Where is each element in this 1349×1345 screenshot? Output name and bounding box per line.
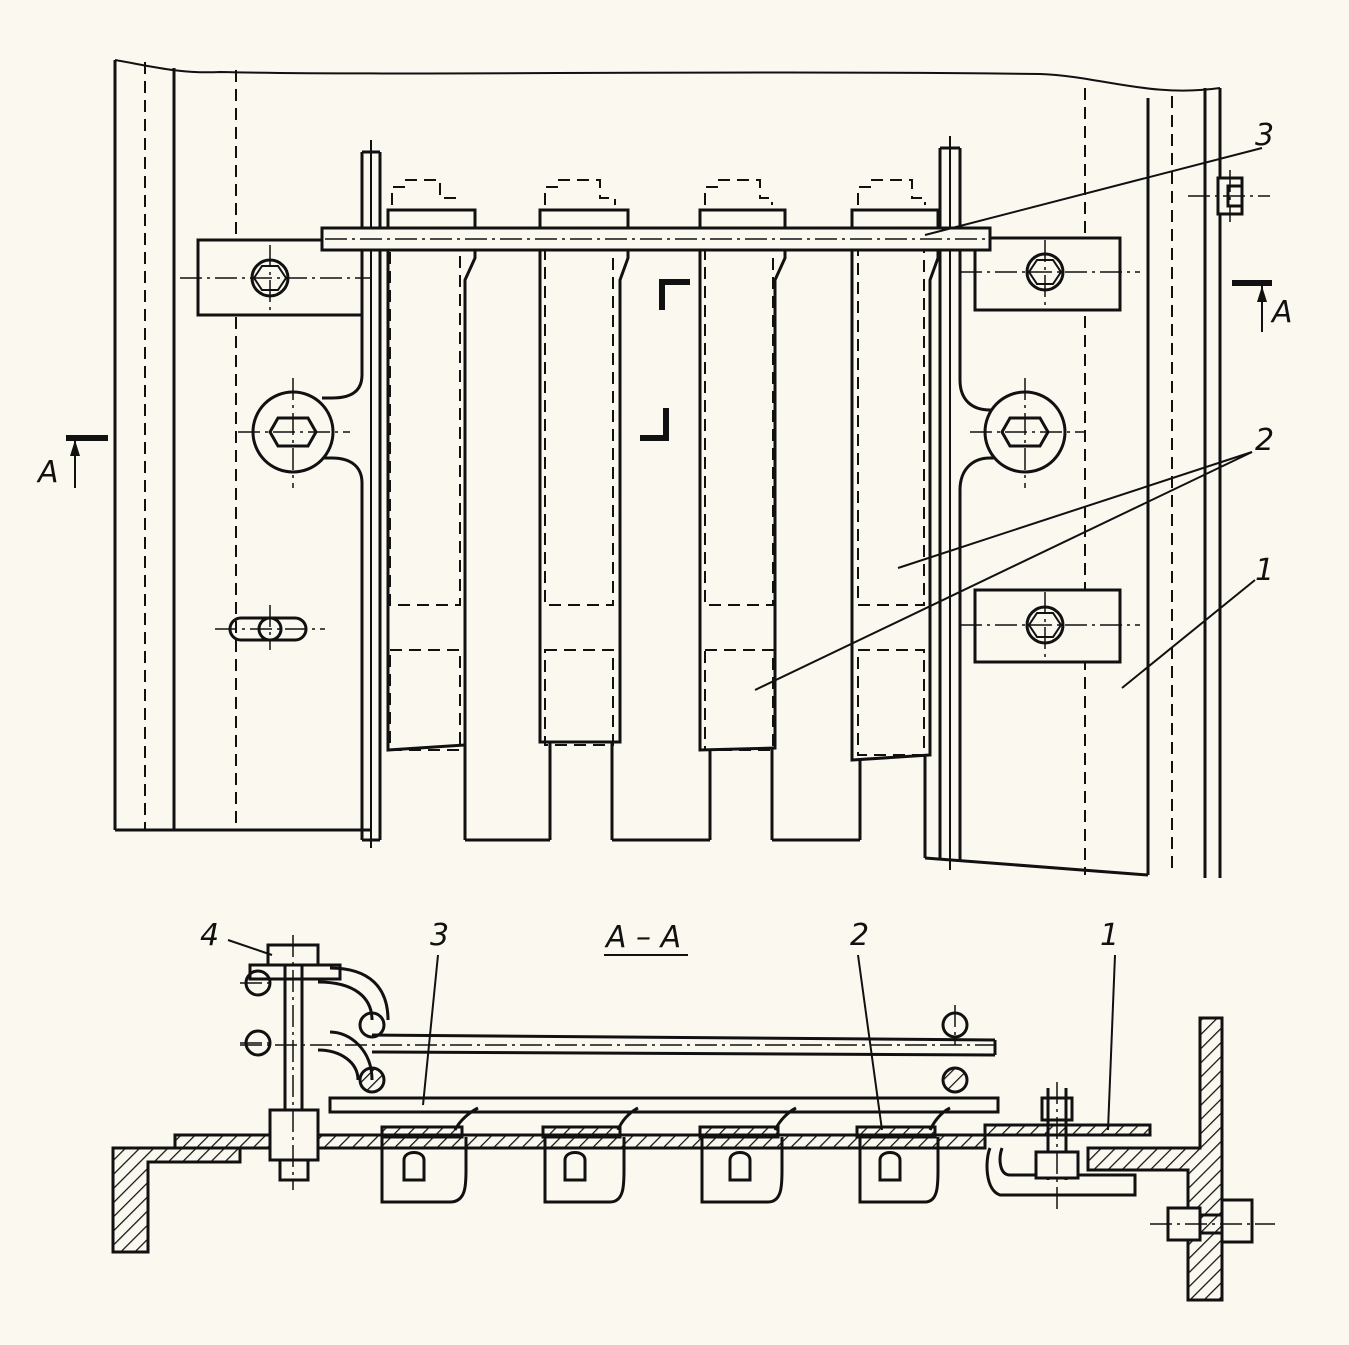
label-3-section: 3: [430, 918, 449, 953]
hinge-unit-3: [698, 1106, 797, 1204]
hinge-unit-2: [541, 1106, 639, 1204]
label-4: 4: [200, 918, 219, 953]
left-round-lug: [238, 378, 350, 488]
plan-leader-1: 1: [1121, 553, 1274, 689]
right-round-lug: [970, 378, 1085, 488]
hinge-unit-1: [380, 1106, 479, 1204]
label-2-section: 2: [850, 918, 869, 953]
flap-plate-3: [698, 179, 860, 842]
section-letter-right: A: [1270, 295, 1293, 330]
flap-plate-1: [386, 179, 550, 842]
label-1: 1: [1255, 553, 1274, 588]
section-marker-right: A: [1232, 280, 1293, 332]
upper-rod: [240, 1005, 997, 1094]
clamp-bolt-assembly: 4: [200, 918, 390, 1190]
flap-plate-4: [850, 179, 940, 858]
plan-leader-2: 2: [754, 423, 1274, 691]
label-1-section: 1: [1100, 918, 1119, 953]
label-2: 2: [1255, 423, 1274, 458]
left-rail: [113, 59, 1221, 832]
right-mounting-plate-lower: [960, 588, 1140, 664]
section-title: A – A: [604, 920, 681, 955]
horizontal-rod: [320, 226, 992, 252]
right-clamp-assembly: 1: [983, 918, 1152, 1210]
section-view: A – A 4: [111, 918, 1275, 1302]
push-rod: 3: [328, 918, 1000, 1114]
right-rail: [924, 88, 1222, 878]
section-letter-left: A: [36, 455, 59, 490]
plan-leader-3: 3: [924, 118, 1274, 236]
angle-bolt: [1150, 1198, 1275, 1244]
hinge-unit-4: 2: [850, 918, 951, 1204]
right-angle-profile: [1086, 1016, 1224, 1302]
plan-view: A A 3 2 1: [36, 59, 1293, 878]
right-mounting-plate-upper: [960, 236, 1140, 312]
left-mounting-plate: [180, 238, 370, 317]
rail-bolt: [1188, 170, 1270, 222]
section-marker-left: A: [36, 435, 108, 490]
section-corner-marks: [640, 279, 690, 441]
slot-hole: [215, 605, 325, 650]
left-vertical-bar: [322, 140, 382, 848]
flap-plate-2: [538, 179, 710, 842]
label-3: 3: [1255, 118, 1274, 153]
left-angle-profile: [111, 1146, 242, 1254]
